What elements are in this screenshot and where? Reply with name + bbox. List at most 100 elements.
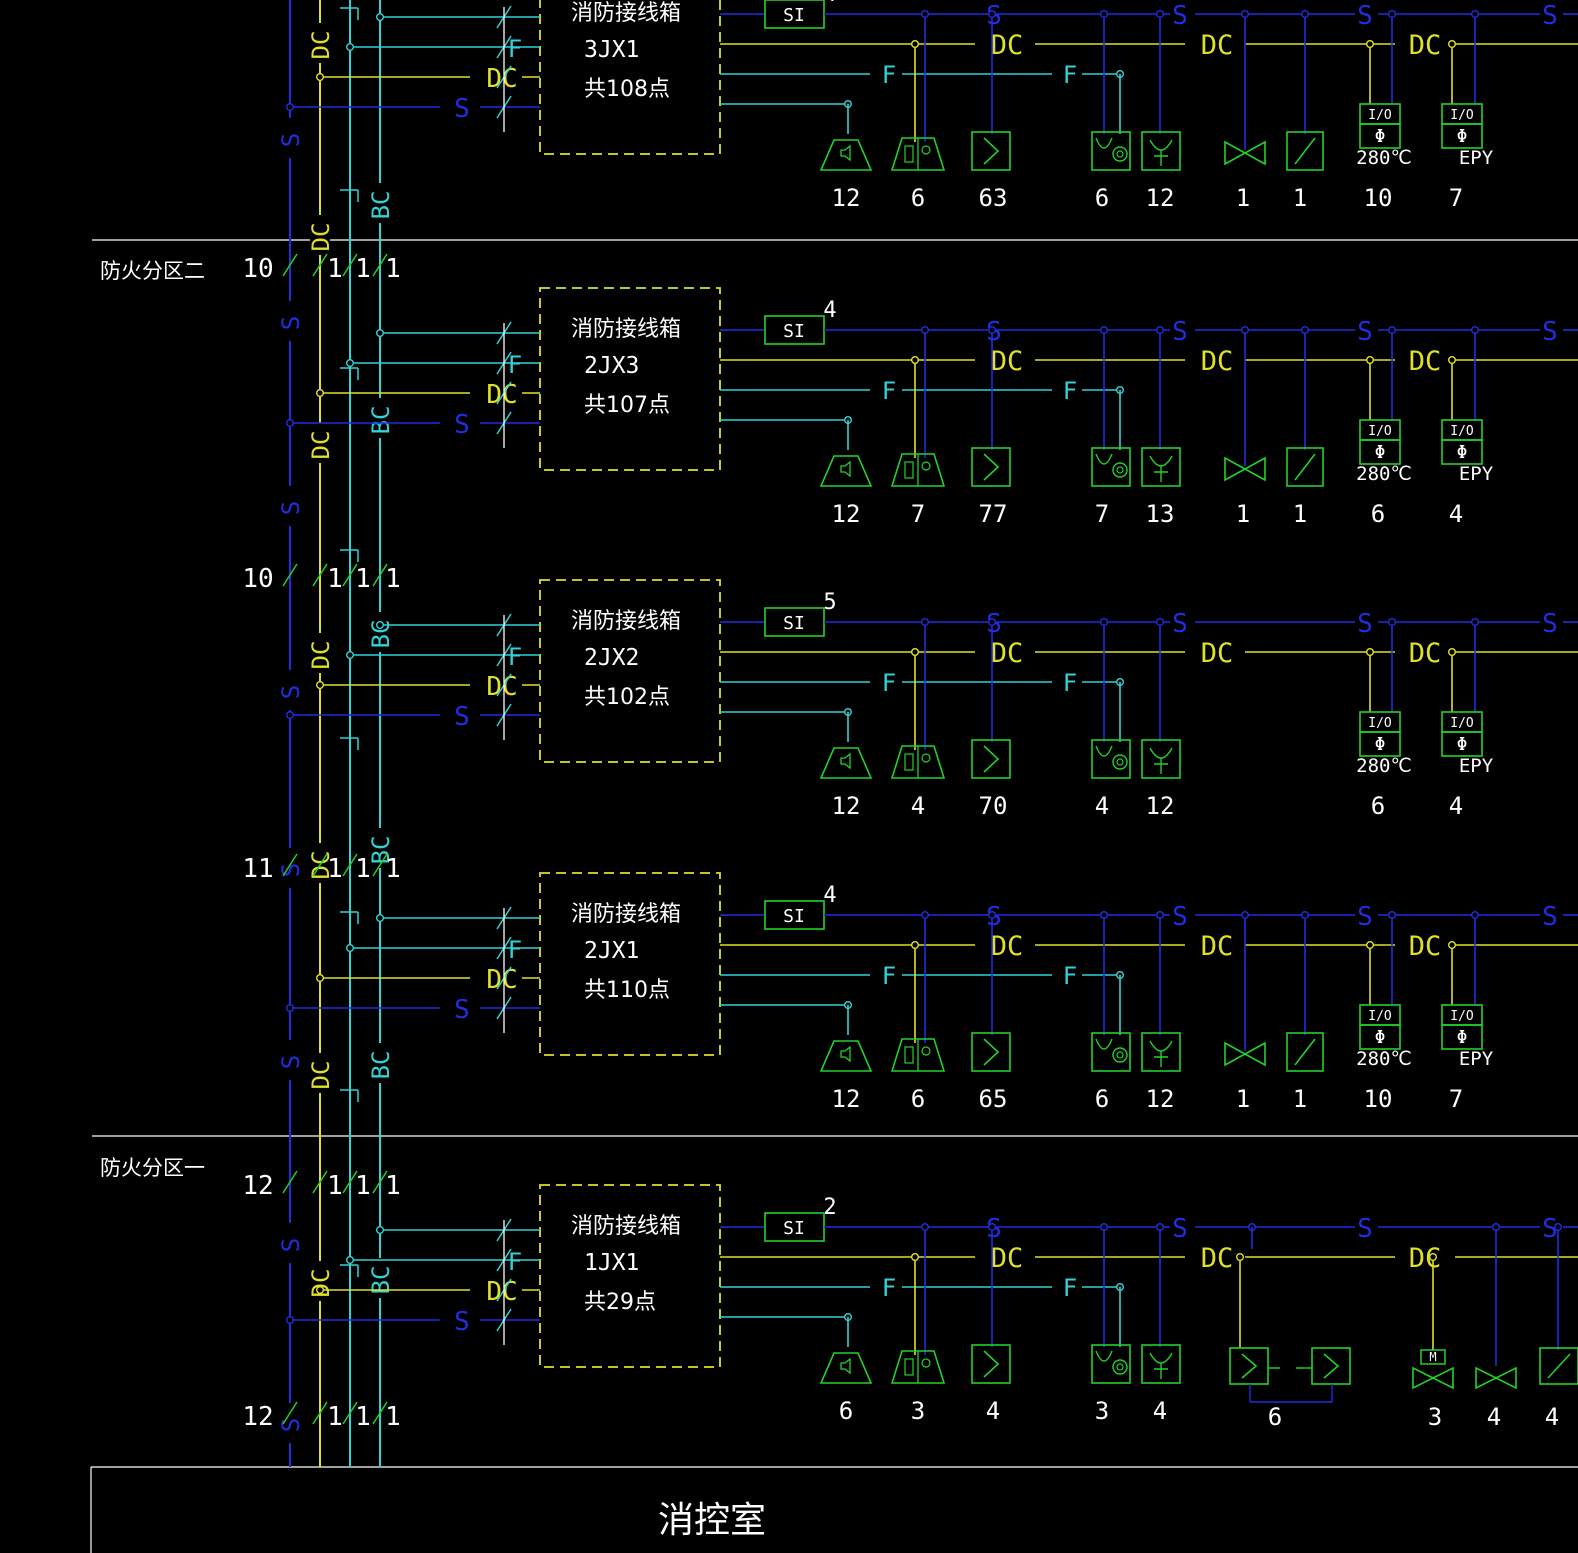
trunk-count-text: 12: [242, 1171, 273, 1201]
junction-dot: [1387, 9, 1396, 18]
hydrant-button-icon: [1116, 466, 1124, 474]
device-count: 4: [1153, 1397, 1167, 1425]
trunk-letter: DC: [307, 31, 335, 60]
junction-dot: [316, 72, 325, 81]
heat-detector-icon: [1149, 455, 1173, 482]
junction-box-section: 消防接线箱2JX2共102点FDCSSI5DCFFSSSSDCDC1247041…: [286, 579, 1578, 820]
junction-dot: [1387, 618, 1396, 627]
s-letter: S: [454, 995, 470, 1025]
heat-detector-icon: [1141, 1344, 1181, 1384]
manual-call-point-icon: [904, 461, 914, 479]
junction-box-section: 消防接线箱3JX1共108点FDCSSI4DCFFSSSSDCDC1266361…: [286, 0, 1578, 212]
device-count: 1: [1293, 184, 1307, 212]
hydrant-button-icon: [1091, 1344, 1131, 1384]
trunk-label-gap: [310, 23, 330, 63]
device-count: 12: [832, 500, 861, 528]
trunk-count-text: 10: [242, 564, 273, 594]
device-count: 4: [911, 792, 925, 820]
junction-dot: [346, 944, 355, 953]
trunk-count-text: 1: [355, 564, 371, 594]
water-flow-indicator-icon: [1547, 1353, 1571, 1379]
cable-count-slash: [282, 253, 298, 277]
junction-box-points: 共107点: [584, 393, 670, 418]
hydrant-button-icon: [1095, 1350, 1113, 1362]
device-count: 12: [1146, 1085, 1175, 1113]
smoke-detector-icon: [971, 739, 1011, 779]
junction-dot: [376, 329, 385, 338]
trunk-count-text: 10: [242, 254, 273, 284]
f-letter: F: [1063, 962, 1077, 990]
device-count: 7: [1449, 1085, 1463, 1113]
cable-count-slash: [312, 1401, 328, 1425]
smoke-detector-icon: [983, 137, 1000, 165]
heat-detector-icon: [1141, 739, 1181, 779]
junction-dot: [911, 648, 920, 657]
device-count: 4: [1449, 792, 1463, 820]
zone-label-1: 防火分区一: [100, 1156, 205, 1180]
damper-symbol: Φ: [1457, 1027, 1468, 1048]
fire-damper-icon: [1359, 123, 1401, 149]
f-letter: F: [508, 1248, 522, 1276]
heat-detector-icon: [1141, 131, 1181, 171]
trunk-label-gap: [370, 1258, 390, 1298]
junction-dot: [286, 1004, 295, 1013]
smoke-detector-icon: [971, 1344, 1011, 1384]
hydrant-button-icon: [1112, 146, 1128, 162]
io-label: I/O: [1368, 424, 1392, 439]
junction-dot: [911, 356, 920, 365]
junction-dot: [286, 1315, 295, 1324]
junction-box-frame: [539, 287, 721, 471]
trunk-letter: S: [277, 501, 305, 515]
device-count: 6: [1371, 500, 1385, 528]
device-count: 1: [1293, 1085, 1307, 1113]
hydrant-button-icon: [1116, 150, 1124, 158]
hydrant-button-icon: [1091, 739, 1131, 779]
fan-controller-icon: [1229, 1347, 1269, 1385]
hydrant-button-icon: [1091, 447, 1131, 487]
manual-call-point-icon: [921, 461, 931, 471]
trunk-letter: S: [277, 133, 305, 147]
fire-damper-icon: [1359, 439, 1401, 465]
device-count: 12: [1146, 792, 1175, 820]
hydrant-button-icon: [1116, 1051, 1124, 1059]
device-count: 12: [832, 184, 861, 212]
horn-icon: [840, 1357, 851, 1375]
manual-call-point-icon: [921, 145, 931, 155]
water-flow-indicator-icon: [1286, 131, 1324, 171]
junction-dot: [1155, 911, 1164, 920]
device-count: 10: [1364, 184, 1393, 212]
trunk-letter: S: [277, 1055, 305, 1069]
device-count: 1: [1293, 500, 1307, 528]
trunk-count-text: 12: [242, 1402, 273, 1432]
s-letter: S: [1542, 1, 1558, 31]
junction-dot: [286, 102, 295, 111]
junction-box-points: 共102点: [584, 685, 670, 710]
device-count: 7: [1095, 500, 1109, 528]
loop-count: 4: [823, 298, 836, 323]
isolator-label: SI: [783, 1218, 805, 1239]
water-flow-indicator-icon: [1286, 447, 1324, 487]
epy-valve-icon: [1441, 439, 1483, 465]
junction-dot: [1470, 326, 1479, 335]
hydrant-button-icon: [1091, 131, 1131, 171]
horn-icon: [840, 460, 851, 478]
device-count: 1: [1236, 500, 1250, 528]
device-count: 4: [1545, 1403, 1559, 1431]
horn-icon: [819, 1040, 873, 1072]
junction-dot: [1365, 941, 1374, 950]
manual-call-point-icon: [921, 1046, 931, 1056]
device-count: 3: [911, 1397, 925, 1425]
device-count: 12: [832, 1085, 861, 1113]
signal-valve-icon: [1475, 1366, 1517, 1390]
trunk-label-gap: [280, 1223, 300, 1263]
dc-letter: DC: [1201, 931, 1234, 962]
io-label: I/O: [1450, 716, 1474, 731]
junction-dot: [1155, 618, 1164, 627]
epy-valve-icon: [1441, 123, 1483, 149]
horn-icon: [819, 139, 873, 171]
epy-label: EPY: [1459, 463, 1494, 485]
damper-symbol: Φ: [1457, 734, 1468, 755]
f-letter: F: [882, 962, 896, 990]
cable-count-slash: [282, 853, 298, 877]
